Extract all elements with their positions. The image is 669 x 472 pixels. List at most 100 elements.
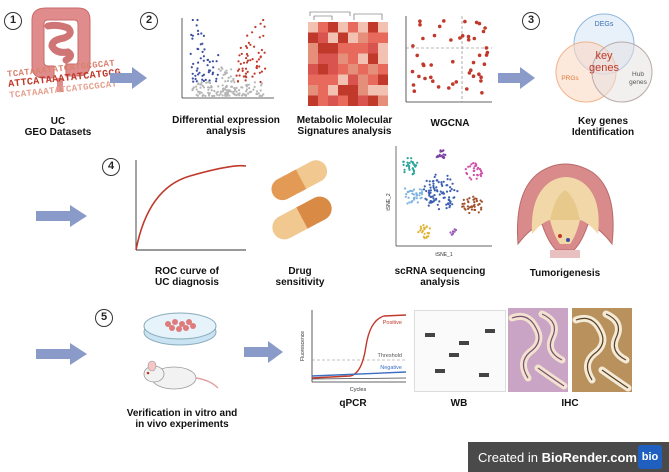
tsne-point	[473, 201, 476, 204]
volcano-point	[206, 86, 210, 89]
volcano-point	[224, 94, 227, 97]
heatmap-cell	[318, 22, 328, 33]
volcano-point	[231, 85, 234, 88]
tsne-point	[410, 157, 413, 160]
volcano-point	[245, 45, 248, 48]
volcano-point	[235, 74, 238, 77]
heatmap-cell	[308, 22, 318, 33]
flow-arrow-3	[36, 205, 87, 227]
heatmap-cell	[318, 85, 328, 96]
volcano-point	[240, 52, 243, 56]
tsne-point	[408, 168, 411, 171]
biorender-badge: bio	[638, 445, 662, 469]
heatmap-cell	[338, 22, 348, 33]
wgcna-point	[466, 34, 471, 39]
tsne-point	[449, 186, 452, 189]
volcano-point	[194, 77, 197, 81]
tsne-point	[408, 166, 411, 170]
tsne-point	[470, 163, 473, 166]
heatmap-cell	[328, 32, 338, 43]
volcano-point	[246, 70, 249, 73]
heatmap-cell	[338, 74, 348, 85]
volcano-point	[247, 92, 250, 95]
heatmap-cell	[348, 95, 358, 106]
tumor-illustration	[517, 163, 614, 258]
wgcna-point	[429, 75, 433, 80]
wgcna-point	[479, 79, 483, 83]
volcano-point	[264, 67, 267, 70]
flow-arrow-1	[110, 67, 147, 89]
volcano-point	[216, 93, 219, 96]
volcano-point	[211, 60, 214, 63]
tsne-point	[461, 202, 464, 206]
tsne-point	[468, 206, 471, 209]
volcano-point	[255, 90, 259, 93]
wgcna-point	[472, 36, 477, 41]
wgcna-point	[432, 33, 437, 38]
tsne-point	[449, 178, 452, 181]
tsne-point	[445, 203, 448, 206]
volcano-point	[232, 90, 235, 93]
tsne-point	[412, 197, 415, 200]
volcano-point	[217, 54, 220, 57]
volcano-point	[242, 61, 246, 64]
heatmap-cell	[328, 85, 338, 96]
volcano-point	[218, 94, 221, 97]
tsne-point	[478, 202, 481, 206]
volcano-point	[192, 80, 195, 83]
tsne-point	[440, 181, 443, 184]
volcano-point	[233, 92, 236, 96]
step-5-badge: 5	[95, 309, 113, 327]
volcano-point	[245, 61, 249, 64]
volcano-point	[235, 86, 238, 90]
heatmap-cell	[348, 85, 358, 96]
tsne-point	[419, 229, 422, 232]
volcano-point	[250, 90, 253, 93]
wgcna-point	[412, 89, 417, 93]
tsne-point	[411, 192, 414, 195]
volcano-point	[232, 79, 235, 82]
volcano-point	[230, 90, 233, 93]
heatmap-cell	[368, 64, 378, 75]
tsne-point	[440, 183, 443, 186]
tsne-point	[454, 228, 458, 232]
volcano-point	[197, 48, 200, 51]
volcano-point	[259, 89, 262, 92]
heatmap-cell	[308, 53, 318, 64]
heatmap-cell	[308, 85, 318, 96]
wgcna-point	[474, 20, 479, 25]
volcano-point	[221, 84, 224, 87]
volcano-point	[197, 73, 200, 76]
heatmap-cell	[308, 32, 318, 43]
volcano-point	[260, 82, 263, 85]
metabolic-heatmap	[308, 11, 388, 106]
tsne-point	[472, 173, 475, 177]
volcano-point	[260, 84, 263, 87]
tsne-point	[411, 190, 414, 193]
volcano-point	[224, 91, 227, 95]
tsne-point	[433, 189, 436, 192]
heatmap-cell	[328, 43, 338, 54]
tsne-point	[446, 174, 449, 177]
volcano-point	[195, 88, 198, 91]
volcano-point	[191, 77, 194, 80]
tsne-point	[406, 161, 409, 164]
volcano-point	[213, 89, 216, 93]
tsne-point	[422, 235, 425, 238]
tsne-point	[467, 201, 470, 204]
tsne-point	[441, 192, 444, 195]
wgcna-point	[460, 34, 465, 38]
volcano-point	[225, 69, 228, 72]
venn-prgs-text: PRGs	[561, 75, 579, 82]
wgcna-point	[421, 36, 425, 41]
venn-degs-text: DEGs	[595, 21, 614, 28]
volcano-point	[258, 36, 261, 39]
volcano-point	[194, 74, 197, 77]
volcano-point	[222, 73, 225, 76]
tsne-point	[411, 161, 414, 164]
volcano-point	[235, 90, 238, 93]
volcano-point	[255, 93, 259, 96]
wb-band	[435, 369, 445, 373]
tsne-point	[440, 154, 443, 157]
